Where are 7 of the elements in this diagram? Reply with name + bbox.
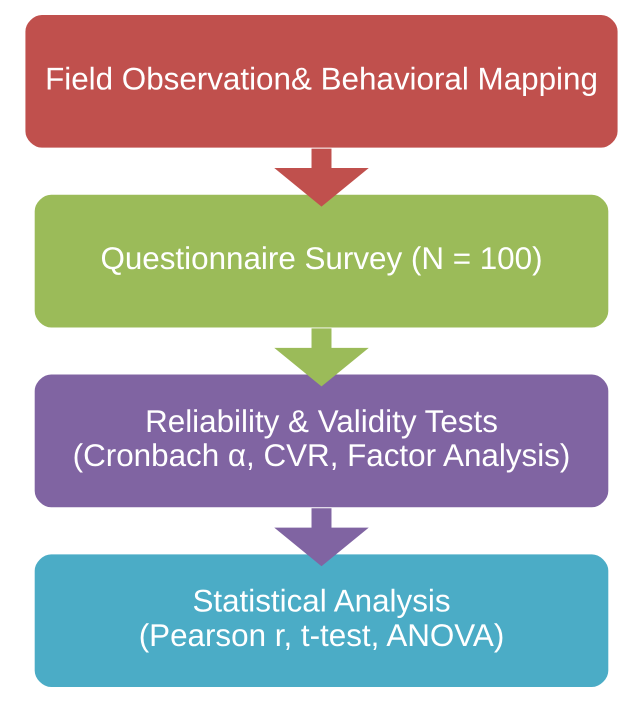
- arrow: [274, 508, 369, 566]
- arrow: [274, 148, 369, 207]
- node-box: Questionnaire Survey (N = 100): [33, 193, 610, 329]
- node-box: Field Observation& Behavioral Mapping: [24, 14, 619, 150]
- node-box: Reliability & Validity Tests (Cronbach α, CVR, Factor Analysis): [33, 373, 610, 509]
- node-box: Statistical Analysis (Pearson r, t-test, ANOVA): [33, 552, 610, 688]
- arrow: [274, 328, 369, 386]
